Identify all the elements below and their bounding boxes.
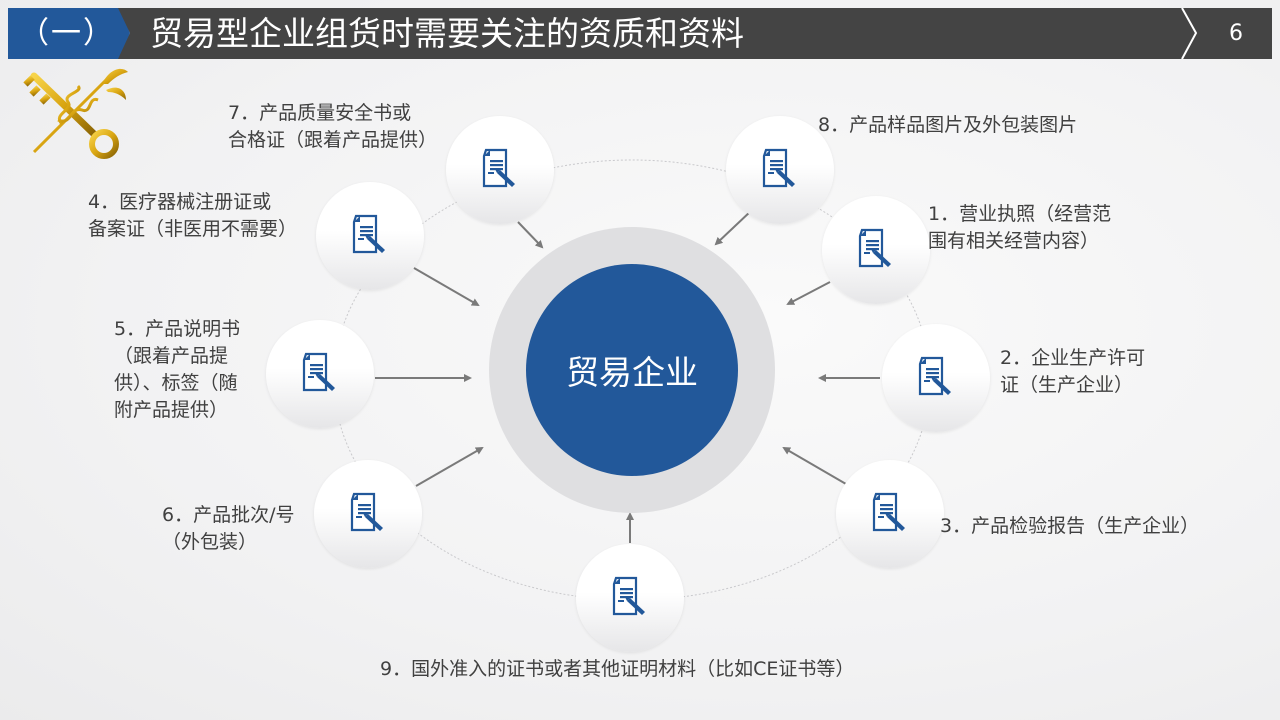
arrow-8 [714,209,753,246]
label-item-4: 4．医疗器械注册证或 备案证（非医用不需要） [88,191,298,240]
document-pen-icon [872,492,905,532]
node-3 [836,460,944,568]
document-pen-icon [352,214,385,254]
arrow-3 [782,446,847,485]
chevron-right-icon [1181,8,1198,59]
hub-label: 贸易企业 [566,353,698,392]
node-1 [822,196,930,304]
customs-emblem-icon [23,68,128,159]
label-item-5: 5．产品说明书 （跟着产品提 供）、标签（随 附产品提供） [114,318,241,421]
label-item-9: 9．国外准入的证书或者其他证明材料（比如CE证书等） [380,658,855,680]
label-item-3: 3．产品检验报告（生产企业） [940,515,1200,537]
page-number: 6 [1229,21,1243,46]
node-8 [726,116,834,224]
slide-header: （一） 贸易型企业组货时需要关注的资质和资料 6 [0,8,1280,59]
label-item-7: 7．产品质量安全书或 合格证（跟着产品提供） [228,102,438,151]
node-6 [314,460,422,568]
label-item-2: 2．企业生产许可 证（生产企业） [1000,347,1146,396]
label-item-1: 1．营业执照（经营范 围有相关经营内容） [928,203,1112,252]
arrow-1 [786,281,831,305]
arrow-6 [415,447,484,487]
node-4 [316,182,424,290]
label-item-8: 8．产品样品图片及外包装图片 [818,114,1078,136]
node-7 [446,116,554,224]
document-pen-icon [918,356,951,396]
title-bar [118,8,1272,59]
section-number: （一） [19,16,115,51]
arrow-4 [413,267,480,307]
label-item-6: 6．产品批次/号 （外包装） [162,504,295,553]
document-pen-icon [350,492,383,532]
document-pen-icon [762,148,795,188]
node-2 [882,324,990,432]
document-pen-icon [858,228,891,268]
arrow-7 [517,221,544,249]
node-9 [576,544,684,652]
document-pen-icon [302,352,335,392]
hub-center: 贸易企业 [526,264,738,476]
node-5 [266,320,374,428]
document-pen-icon [482,148,515,188]
page-title: 贸易型企业组货时需要关注的资质和资料 [150,14,744,53]
section-badge [8,8,130,59]
document-pen-icon [612,576,645,616]
